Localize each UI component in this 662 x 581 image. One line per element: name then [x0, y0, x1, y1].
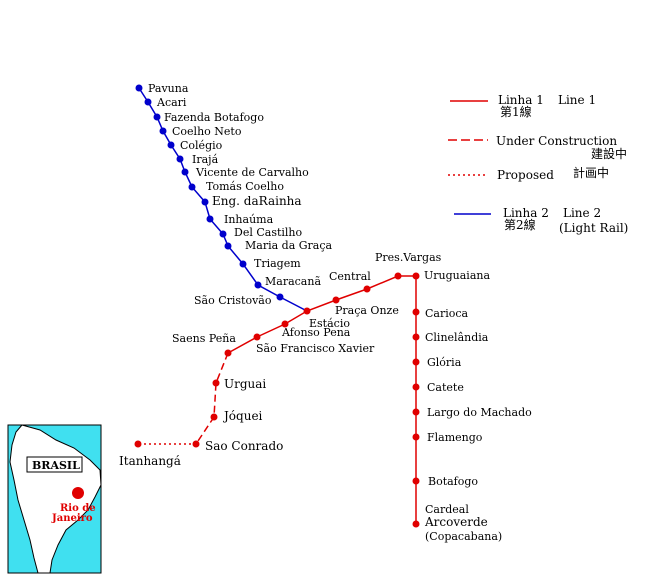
station-label: Tomás Coelho [206, 180, 284, 193]
station-dot[interactable] [253, 333, 261, 341]
station-dot[interactable] [201, 198, 209, 206]
station-label: Pres.Vargas [375, 251, 442, 264]
station-dot[interactable] [206, 215, 214, 223]
station-label: Glória [427, 356, 462, 369]
station-label: Sao Conrado [205, 439, 283, 453]
line1-labels: Estácio Central Pres.Vargas Uruguaiana C… [172, 251, 532, 543]
station-dot[interactable] [412, 308, 420, 316]
station-dot[interactable] [412, 520, 420, 528]
station-dot[interactable] [144, 98, 152, 106]
station-dot[interactable] [363, 285, 371, 293]
station-dot[interactable] [239, 260, 247, 268]
station-label: Itanhangá [119, 454, 181, 468]
station-label: Urguai [224, 377, 266, 391]
station-label: (Copacabana) [425, 530, 502, 543]
station-dot[interactable] [332, 296, 340, 304]
station-label: Inhaúma [224, 213, 274, 226]
inset-city-label-2: Janeiro [51, 513, 93, 524]
legend-proposed-label: Proposed [497, 168, 554, 182]
station-dot[interactable] [412, 408, 420, 416]
station-label: Colégio [180, 139, 223, 152]
station-label: Saens Peña [172, 332, 236, 345]
station-label: Maria da Graça [245, 239, 333, 252]
station-dot[interactable] [153, 113, 161, 121]
legend-line1-label-en: Line 1 [558, 93, 596, 107]
station-dot[interactable] [181, 168, 189, 176]
legend-line2-label-jp: 第2線 [504, 217, 536, 232]
legend-line1-label: Linha 1 [498, 93, 544, 107]
station-label: Acari [156, 96, 187, 109]
station-label: Praça Onze [335, 304, 399, 317]
station-dot[interactable] [167, 141, 175, 149]
station-dot[interactable] [135, 84, 143, 92]
station-dot[interactable] [412, 383, 420, 391]
station-dot[interactable] [210, 413, 218, 421]
legend-under-construction-label: Under Construction [496, 134, 617, 148]
construction-labels: Urguai Jóquei Sao Conrado Itanhangá [119, 377, 283, 468]
inset-city-label-1: Rio de [60, 503, 96, 514]
station-dot[interactable] [224, 242, 232, 250]
under-construction-track [195, 352, 229, 445]
station-label: Irajá [192, 153, 219, 166]
station-label: Jóquei [222, 409, 263, 423]
station-label: Cardeal [425, 503, 469, 516]
station-label: Clinelândia [425, 331, 489, 344]
legend-proposed-label-jp: 計画中 [573, 165, 609, 180]
station-label: Eng. daRainha [212, 194, 302, 208]
station-label: Catete [427, 381, 464, 394]
station-label: Del Castilho [234, 226, 303, 239]
inset-country-label: BRASIL [32, 459, 80, 472]
station-dot[interactable] [303, 307, 311, 315]
under-construction-stations [192, 379, 220, 448]
station-dot[interactable] [212, 379, 220, 387]
station-label: Triagem [254, 257, 301, 270]
station-dot[interactable] [254, 281, 262, 289]
legend-line2-label: Linha 2 [503, 206, 549, 220]
inset-map: BRASIL Rio de Janeiro [7, 424, 102, 574]
station-dot[interactable] [412, 333, 420, 341]
station-label: Vicente de Carvalho [195, 166, 309, 179]
station-dot[interactable] [276, 293, 284, 301]
station-dot[interactable] [412, 358, 420, 366]
station-dot[interactable] [176, 155, 184, 163]
station-dot[interactable] [281, 320, 289, 328]
station-label: Central [329, 270, 371, 283]
inset-country-box [26, 456, 83, 473]
legend-under-construction-label-jp: 建設中 [591, 146, 627, 161]
station-label: São Francisco Xavier [256, 342, 375, 355]
station-label: Maracanã [265, 275, 321, 288]
station-dot[interactable] [412, 477, 420, 485]
legend-line1-label-jp: 第1線 [500, 104, 532, 119]
station-dot[interactable] [134, 440, 142, 448]
station-label: Pavuna [148, 82, 189, 95]
station-dot[interactable] [412, 433, 420, 441]
station-label: Arcoverde [424, 515, 488, 529]
station-label: São Cristovão [194, 294, 272, 307]
line2-stations [135, 84, 284, 301]
station-label: Coelho Neto [172, 125, 242, 138]
rio-marker [72, 487, 84, 499]
station-label: Afonso Pena [281, 326, 351, 339]
line2-track [138, 87, 308, 312]
station-dot[interactable] [159, 127, 167, 135]
station-label: Carioca [425, 307, 469, 320]
line1-stations [224, 272, 420, 528]
station-dot[interactable] [394, 272, 402, 280]
station-dot[interactable] [219, 230, 227, 238]
legend-line2-sublabel: (Light Rail) [559, 221, 628, 235]
station-label: Fazenda Botafogo [164, 111, 264, 124]
legend: Linha 1 Line 1 第1線 Under Construction 建設… [448, 93, 628, 235]
station-dot[interactable] [188, 183, 196, 191]
station-label: Largo do Machado [427, 406, 532, 419]
station-label: Uruguaiana [424, 269, 490, 282]
station-label: Flamengo [427, 431, 483, 444]
legend-line2-label-en: Line 2 [563, 206, 601, 220]
station-label: Estácio [309, 317, 350, 330]
station-label: Botafogo [428, 475, 478, 488]
line2-labels: Pavuna Acari Fazenda Botafogo Coelho Net… [148, 82, 333, 307]
station-dot[interactable] [412, 272, 420, 280]
